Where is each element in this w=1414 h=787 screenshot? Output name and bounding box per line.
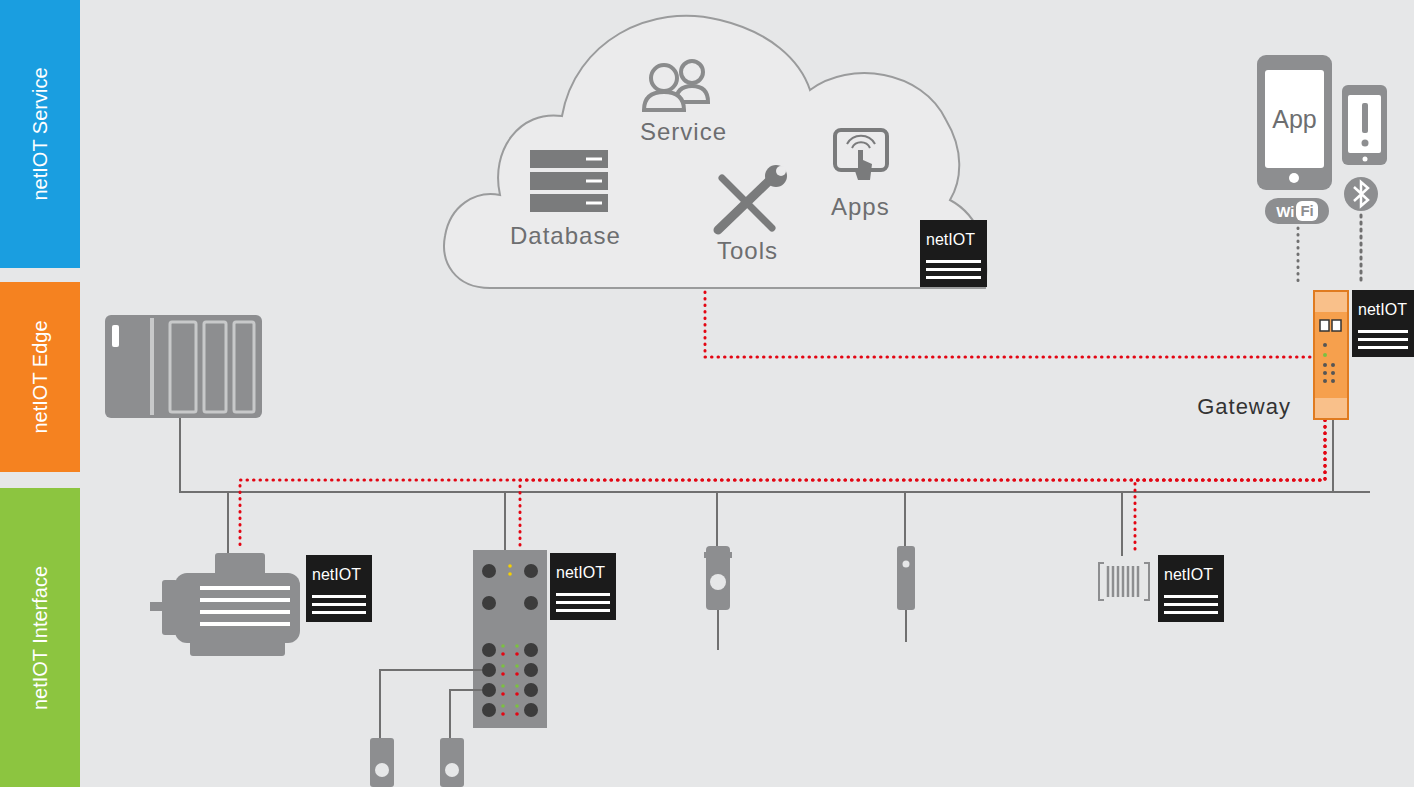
badge-line: [1164, 595, 1218, 598]
band-label: netIOT Edge: [29, 320, 52, 433]
gateway-shape: [1313, 290, 1349, 420]
wifi-label: Fi: [1300, 202, 1313, 219]
badge-line: [1164, 603, 1218, 606]
netiot-badge: netIOT: [1352, 290, 1414, 357]
band-label: netIOT Service: [29, 67, 52, 200]
wifi-badge: Wi Fi: [1265, 198, 1329, 224]
sensors: [704, 546, 915, 650]
dotted-connector: [520, 420, 1325, 548]
gateway-label: Gateway: [1197, 394, 1291, 420]
dotted-connector: [1135, 420, 1325, 553]
dotted-connector: [705, 292, 1313, 357]
netiot-badge: netIOT: [920, 220, 987, 287]
phone-button: [1289, 173, 1299, 183]
badge-label: netIOT: [926, 231, 975, 249]
netiot-badge: netIOT: [1158, 555, 1224, 622]
field-device: netIOT: [1095, 553, 1225, 625]
badge-line: [312, 595, 366, 598]
layer-band: netIOT Service: [0, 0, 80, 268]
wifi-label: Wi: [1276, 203, 1294, 220]
cloud: ServiceDatabaseTools Apps netIOT: [430, 0, 990, 292]
fieldbus: [179, 418, 1370, 556]
barcode-reader: [1099, 563, 1149, 600]
plc: [105, 315, 262, 418]
field-device: netIOT: [473, 548, 616, 730]
badge-line: [926, 268, 981, 271]
band-label: netIOT Interface: [29, 565, 52, 709]
netiot-badge: netIOT: [550, 553, 616, 620]
cloud-label: Service: [640, 118, 727, 146]
cloud-label: Tools: [717, 237, 778, 265]
layer-band: netIOT Edge: [0, 282, 80, 472]
field-device: netIOT: [150, 545, 375, 660]
motor: [150, 553, 300, 656]
dotted-connector: [240, 420, 1325, 545]
handheld-bluetooth: [1342, 85, 1387, 285]
badge-line: [312, 603, 366, 606]
gateway-device: GatewaynetIOT: [1313, 290, 1349, 420]
badge-line: [926, 276, 981, 279]
app-label: App: [1272, 105, 1316, 134]
badge-line: [1358, 330, 1408, 333]
badge-line: [1358, 338, 1408, 341]
badge-line: [556, 609, 610, 612]
layer-band: netIOT Interface: [0, 488, 80, 787]
badge-line: [312, 611, 366, 614]
netiot-badge: netIOT: [306, 555, 372, 622]
badge-label: netIOT: [312, 566, 361, 584]
badge-line: [556, 593, 610, 596]
badge-label: netIOT: [1358, 301, 1407, 319]
badge-label: netIOT: [556, 564, 605, 582]
io-module: [370, 550, 547, 787]
wifi-box: Fi: [1296, 201, 1317, 221]
smartphone: App: [1257, 55, 1332, 190]
badge-line: [926, 260, 981, 263]
badge-label: netIOT: [1164, 566, 1213, 584]
badge-line: [1164, 611, 1218, 614]
phone-screen: App: [1265, 70, 1324, 168]
cloud-label: Database: [510, 222, 621, 250]
badge-line: [556, 601, 610, 604]
badge-line: [1358, 346, 1408, 349]
cloud-label: Apps: [831, 193, 890, 221]
dotted-connector: [1297, 228, 1300, 286]
